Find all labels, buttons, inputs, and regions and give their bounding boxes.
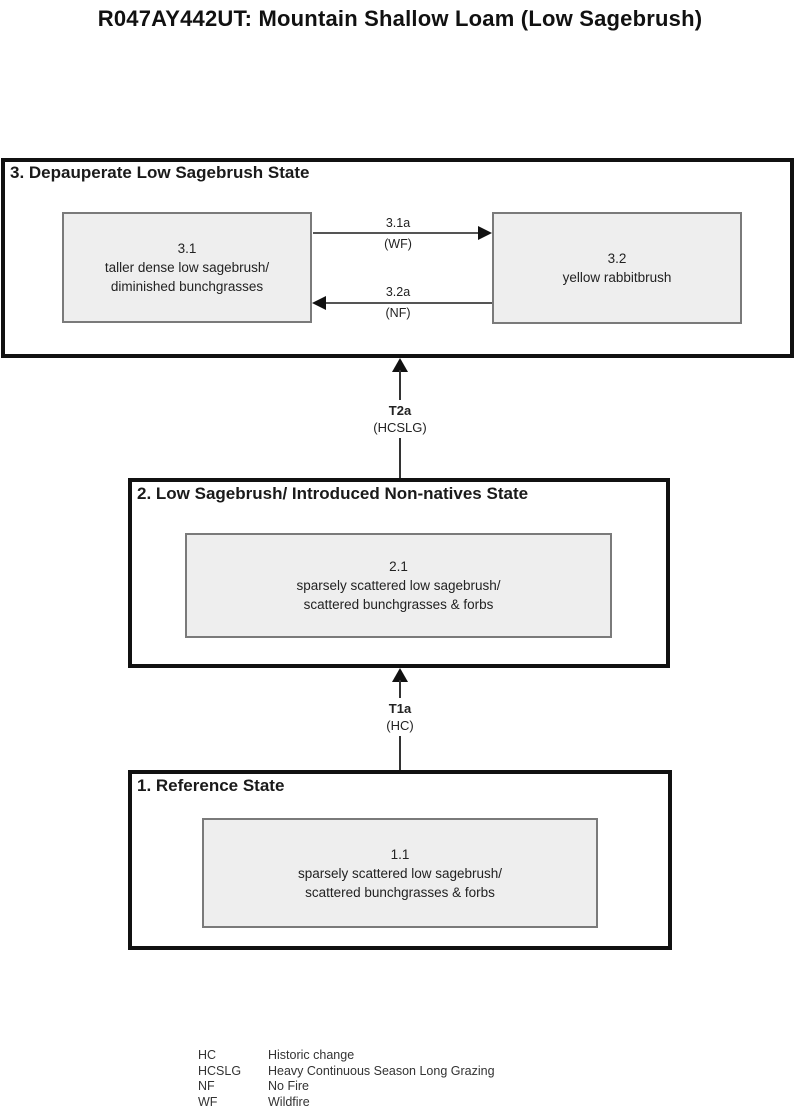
legend-abbr: WF bbox=[198, 1094, 218, 1109]
transition-t1a-label: T1a (HC) bbox=[345, 698, 455, 736]
transition-t1a-cause: (HC) bbox=[386, 718, 414, 733]
community-box-3-1: 3.1 taller dense low sagebrush/ diminish… bbox=[62, 212, 312, 323]
legend-row-nf: NF No Fire bbox=[198, 1079, 495, 1095]
community-1-1-number: 1.1 bbox=[390, 846, 410, 862]
community-3-2-desc-line1: yellow rabbitbrush bbox=[562, 270, 672, 285]
page-title: R047AY442UT: Mountain Shallow Loam (Low … bbox=[97, 6, 703, 31]
community-3-1-desc-line2: diminished bunchgrasses bbox=[110, 279, 264, 294]
legend-meaning: No Fire bbox=[268, 1079, 309, 1093]
community-3-2-number: 3.2 bbox=[607, 251, 627, 266]
community-box-1-1: 1.1 sparsely scattered low sagebrush/ sc… bbox=[202, 818, 598, 928]
pathway-3-1a-cause: (WF) bbox=[384, 237, 412, 251]
arrowhead-left-icon bbox=[312, 296, 326, 310]
legend-row-hc: HC Historic change bbox=[198, 1048, 495, 1064]
legend-meaning: Wildfire bbox=[268, 1094, 310, 1109]
community-2-1-desc-line1: sparsely scattered low sagebrush/ bbox=[296, 578, 501, 593]
community-2-1-desc-line2: scattered bunchgrasses & forbs bbox=[303, 597, 494, 612]
community-box-2-1: 2.1 sparsely scattered low sagebrush/ sc… bbox=[185, 533, 612, 638]
community-box-3-2: 3.2 yellow rabbitbrush bbox=[492, 212, 742, 324]
transition-t2a-id: T2a bbox=[388, 403, 412, 418]
pathway-3-2a-label: 3.2a bbox=[385, 285, 411, 299]
arrowhead-up-icon bbox=[392, 358, 408, 372]
transition-t1a-id: T1a bbox=[388, 701, 412, 716]
legend-abbr: HCSLG bbox=[198, 1063, 242, 1078]
pathway-3-2a-cause: (NF) bbox=[385, 306, 411, 320]
legend: HC Historic change HCSLG Heavy Continuou… bbox=[198, 1048, 495, 1110]
community-2-1-number: 2.1 bbox=[389, 559, 408, 574]
legend-abbr: HC bbox=[198, 1048, 217, 1062]
pathway-3-1a-label: 3.1a bbox=[385, 216, 411, 230]
community-3-1-desc-line1: taller dense low sagebrush/ bbox=[104, 260, 270, 275]
legend-meaning: Historic change bbox=[268, 1048, 355, 1062]
legend-meaning: Heavy Continuous Season Long Grazing bbox=[268, 1063, 495, 1078]
transition-t2a-cause: (HCSLG) bbox=[373, 420, 427, 435]
transition-t2a-label: T2a (HCSLG) bbox=[345, 400, 455, 438]
pathway-3-1a-line bbox=[313, 232, 479, 234]
pathway-3-2a-line bbox=[326, 302, 492, 304]
community-1-1-desc-line2: scattered bunchgrasses & forbs bbox=[305, 884, 495, 900]
legend-abbr: NF bbox=[198, 1079, 215, 1093]
state-1-label: 1. Reference State bbox=[137, 776, 285, 795]
legend-row-hcslg: HCSLG Heavy Continuous Season Long Grazi… bbox=[198, 1064, 495, 1080]
legend-row-wf: WF Wildfire bbox=[198, 1095, 495, 1111]
community-1-1-desc-line1: sparsely scattered low sagebrush/ bbox=[297, 865, 503, 881]
arrowhead-right-icon bbox=[478, 226, 492, 240]
state-2-label: 2. Low Sagebrush/ Introduced Non-natives… bbox=[137, 484, 529, 503]
state-3-label: 3. Depauperate Low Sagebrush State bbox=[10, 163, 310, 182]
arrowhead-up-icon bbox=[392, 668, 408, 682]
community-3-1-number: 3.1 bbox=[177, 241, 197, 256]
